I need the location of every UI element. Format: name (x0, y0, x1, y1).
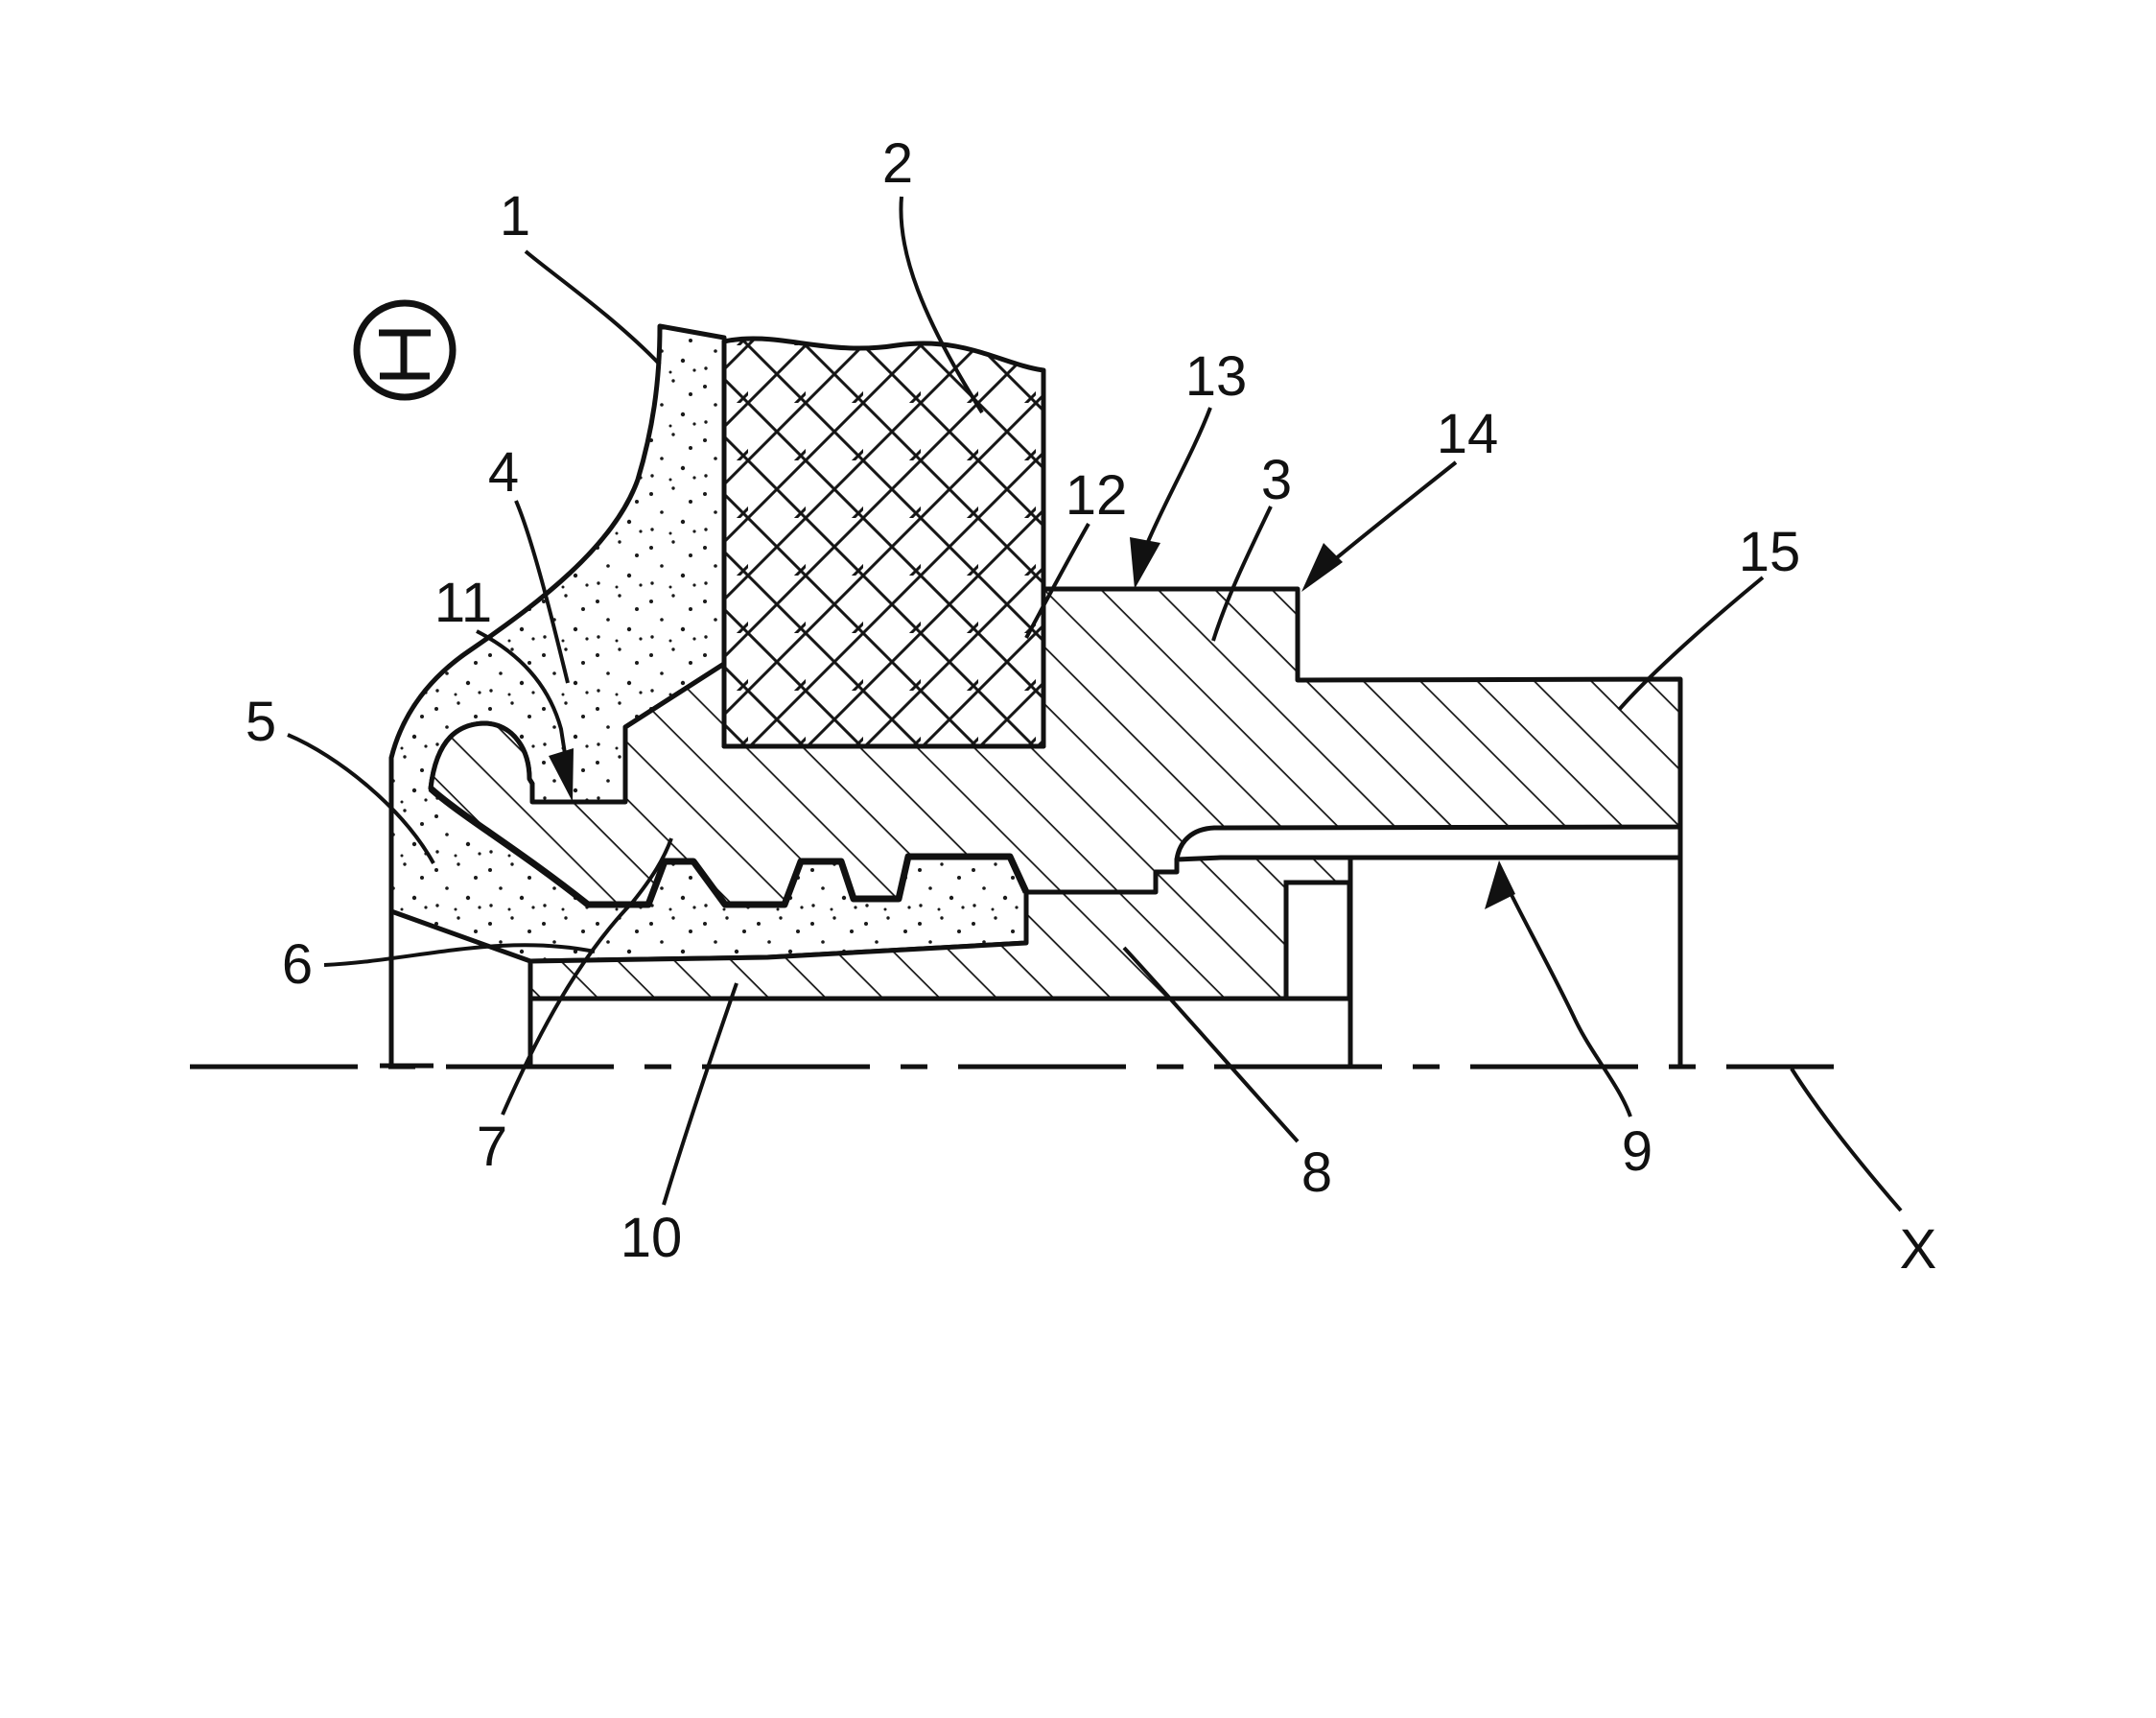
arrow-14 (1301, 543, 1343, 592)
ring-step-recess (1283, 880, 1352, 1001)
leader-13 (1145, 407, 1212, 545)
ref-4: 4 (488, 441, 519, 504)
leader-1 (524, 249, 662, 366)
ref-12: 12 (1066, 464, 1128, 527)
leader-5 (287, 733, 435, 864)
arrow-13 (1130, 537, 1160, 589)
leader-15 (1617, 576, 1765, 712)
counterpart-block (721, 336, 1046, 749)
leader-11 (476, 629, 568, 761)
leader-8 (1122, 946, 1300, 1143)
arrowheads (549, 537, 1515, 909)
leader-14 (1333, 460, 1458, 561)
leader-10 (662, 982, 738, 1206)
leader-7 (501, 837, 673, 1116)
reference-numbers: 1 2 3 4 5 6 7 8 9 10 11 12 13 14 15 X (246, 132, 1936, 1281)
arrow-9 (1485, 860, 1515, 909)
ref-6: 6 (282, 933, 313, 996)
sealing-lip-teeth-profile (428, 786, 1030, 908)
ref-3: 3 (1261, 449, 1292, 511)
ref-13: 13 (1185, 345, 1248, 408)
leader-x (1790, 1067, 1903, 1212)
axis-label-x: X (1900, 1218, 1937, 1281)
leader-lines (287, 196, 1903, 1212)
ref-1: 1 (500, 185, 530, 247)
leader-2 (899, 196, 984, 414)
ref-15: 15 (1739, 521, 1801, 583)
leader-6 (323, 943, 596, 967)
support-ring (527, 855, 1353, 1001)
leader-3 (1211, 506, 1273, 642)
ref-11: 11 (434, 572, 492, 634)
ref-8: 8 (1301, 1141, 1332, 1204)
ref-5: 5 (246, 691, 276, 753)
ref-7: 7 (477, 1116, 507, 1178)
arrow-11 (549, 748, 574, 802)
ref-2: 2 (882, 132, 913, 195)
ref-14: 14 (1437, 403, 1499, 465)
ref-9: 9 (1622, 1120, 1652, 1183)
leader-4 (514, 500, 570, 684)
ref-10: 10 (621, 1207, 683, 1269)
leader-9 (1498, 870, 1632, 1118)
section-identifier-symbol (353, 299, 457, 401)
leader-12 (1024, 523, 1090, 639)
structure-edges (380, 825, 1683, 1069)
